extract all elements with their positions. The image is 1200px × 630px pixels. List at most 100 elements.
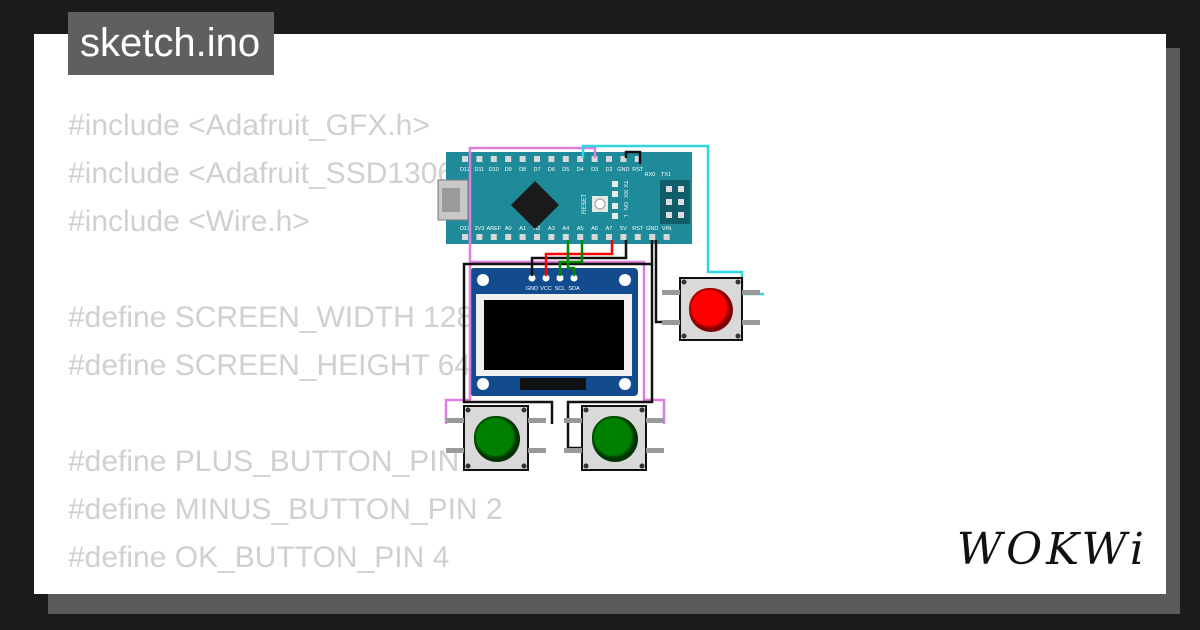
pin-hole <box>634 234 641 240</box>
pin-hole <box>591 156 598 162</box>
code-line: #include <Adafruit_SSD1306.h> <box>68 157 497 190</box>
reset-label: RESET <box>582 194 588 214</box>
oled-pin <box>556 274 564 282</box>
wire-red-vcc <box>544 240 614 276</box>
mount-hole <box>619 378 631 390</box>
wire-green-sda <box>566 240 576 276</box>
pin-label: GND <box>617 167 629 173</box>
pin-label: D8 <box>519 167 526 173</box>
usb-connector <box>437 179 469 221</box>
wire-black-gnd-left <box>462 240 654 424</box>
pin-label: D7 <box>533 167 540 173</box>
oled-screen <box>484 300 624 370</box>
pin-label: RST <box>632 167 644 173</box>
button-leg <box>646 418 664 423</box>
pin-hole <box>548 234 555 240</box>
oled-pin-label: VCC <box>540 286 552 292</box>
wokwi-logo: WOKWi <box>956 524 1148 575</box>
pin-hole <box>606 156 612 162</box>
button-leg <box>528 418 546 423</box>
pin-label: D12 <box>460 167 470 173</box>
pin-hole <box>577 156 584 162</box>
pin-label: RX0 <box>645 172 656 178</box>
arduino-board <box>446 152 692 244</box>
button-leg <box>564 448 582 453</box>
code-line: #define SCREEN_HEIGHT 64 <box>68 349 471 382</box>
wire-pink-right <box>468 146 666 424</box>
ok-button[interactable] <box>662 277 760 341</box>
pin-hole <box>649 234 656 240</box>
pin-hole <box>534 234 540 240</box>
pin-hole <box>490 234 497 240</box>
pin-label: AREF <box>486 226 501 232</box>
ribbon-cable <box>520 378 586 390</box>
wire-green-scl <box>558 240 584 276</box>
button-cap <box>689 288 729 328</box>
pin-label: A2 <box>534 226 541 232</box>
pin-hole <box>606 234 612 240</box>
status-leds <box>612 181 618 219</box>
button-leg <box>742 320 760 325</box>
oled-pin-label: GND <box>526 286 538 292</box>
reset-button[interactable] <box>592 196 608 212</box>
led-label: ON <box>622 202 628 210</box>
button-leg <box>446 418 464 423</box>
wire-black-top <box>624 150 642 164</box>
mount-hole <box>619 274 631 286</box>
top-pin-row <box>462 156 641 162</box>
button-leg <box>446 448 464 453</box>
pin-label: D10 <box>489 167 499 173</box>
mount-hole <box>477 274 489 286</box>
pin-label: A7 <box>606 226 613 232</box>
pin-label: D5 <box>562 167 569 173</box>
pin-hole <box>534 156 540 162</box>
pin-label: D3 <box>591 167 598 173</box>
pin-label: D13 <box>460 226 470 232</box>
pin-label: A4 <box>562 226 569 232</box>
pin-hole <box>577 234 584 240</box>
code-line: #include <Adafruit_GFX.h> <box>68 109 430 142</box>
mount-hole <box>477 378 489 390</box>
file-tab[interactable]: sketch.ino <box>68 12 275 75</box>
pin-hole <box>548 156 555 162</box>
button-leg <box>662 290 680 295</box>
pin-hole <box>562 234 569 240</box>
pin-hole <box>505 234 512 240</box>
pin-hole <box>519 156 526 162</box>
pin-hole <box>562 156 569 162</box>
button-leg <box>742 290 760 295</box>
button-cap <box>474 416 516 458</box>
plus-button[interactable] <box>446 405 546 471</box>
pin-label: A6 <box>591 226 598 232</box>
pin-label: VIN <box>662 226 671 232</box>
pin-label: D11 <box>475 167 485 173</box>
pin-label: A0 <box>505 226 512 232</box>
button-cap <box>592 416 634 458</box>
oled-pins <box>528 274 578 282</box>
pin-label: D6 <box>548 167 555 173</box>
pin-hole <box>476 234 483 240</box>
button-leg <box>662 320 680 325</box>
bottom-pin-row <box>462 234 670 240</box>
button-leg <box>564 418 582 423</box>
led-label: TX <box>622 180 628 187</box>
pin-hole <box>663 234 670 240</box>
pin-hole <box>476 156 483 162</box>
icsp-header <box>660 180 690 224</box>
pin-label: D4 <box>577 167 584 173</box>
pin-hole <box>620 156 627 162</box>
button-leg <box>528 448 546 453</box>
pin-label: 5V <box>620 226 627 232</box>
oled-pin-label: SCL <box>555 286 566 292</box>
led-label: L <box>622 214 628 217</box>
pin-hole <box>519 234 526 240</box>
oled-pin <box>528 274 536 282</box>
minus-button[interactable] <box>564 405 664 471</box>
